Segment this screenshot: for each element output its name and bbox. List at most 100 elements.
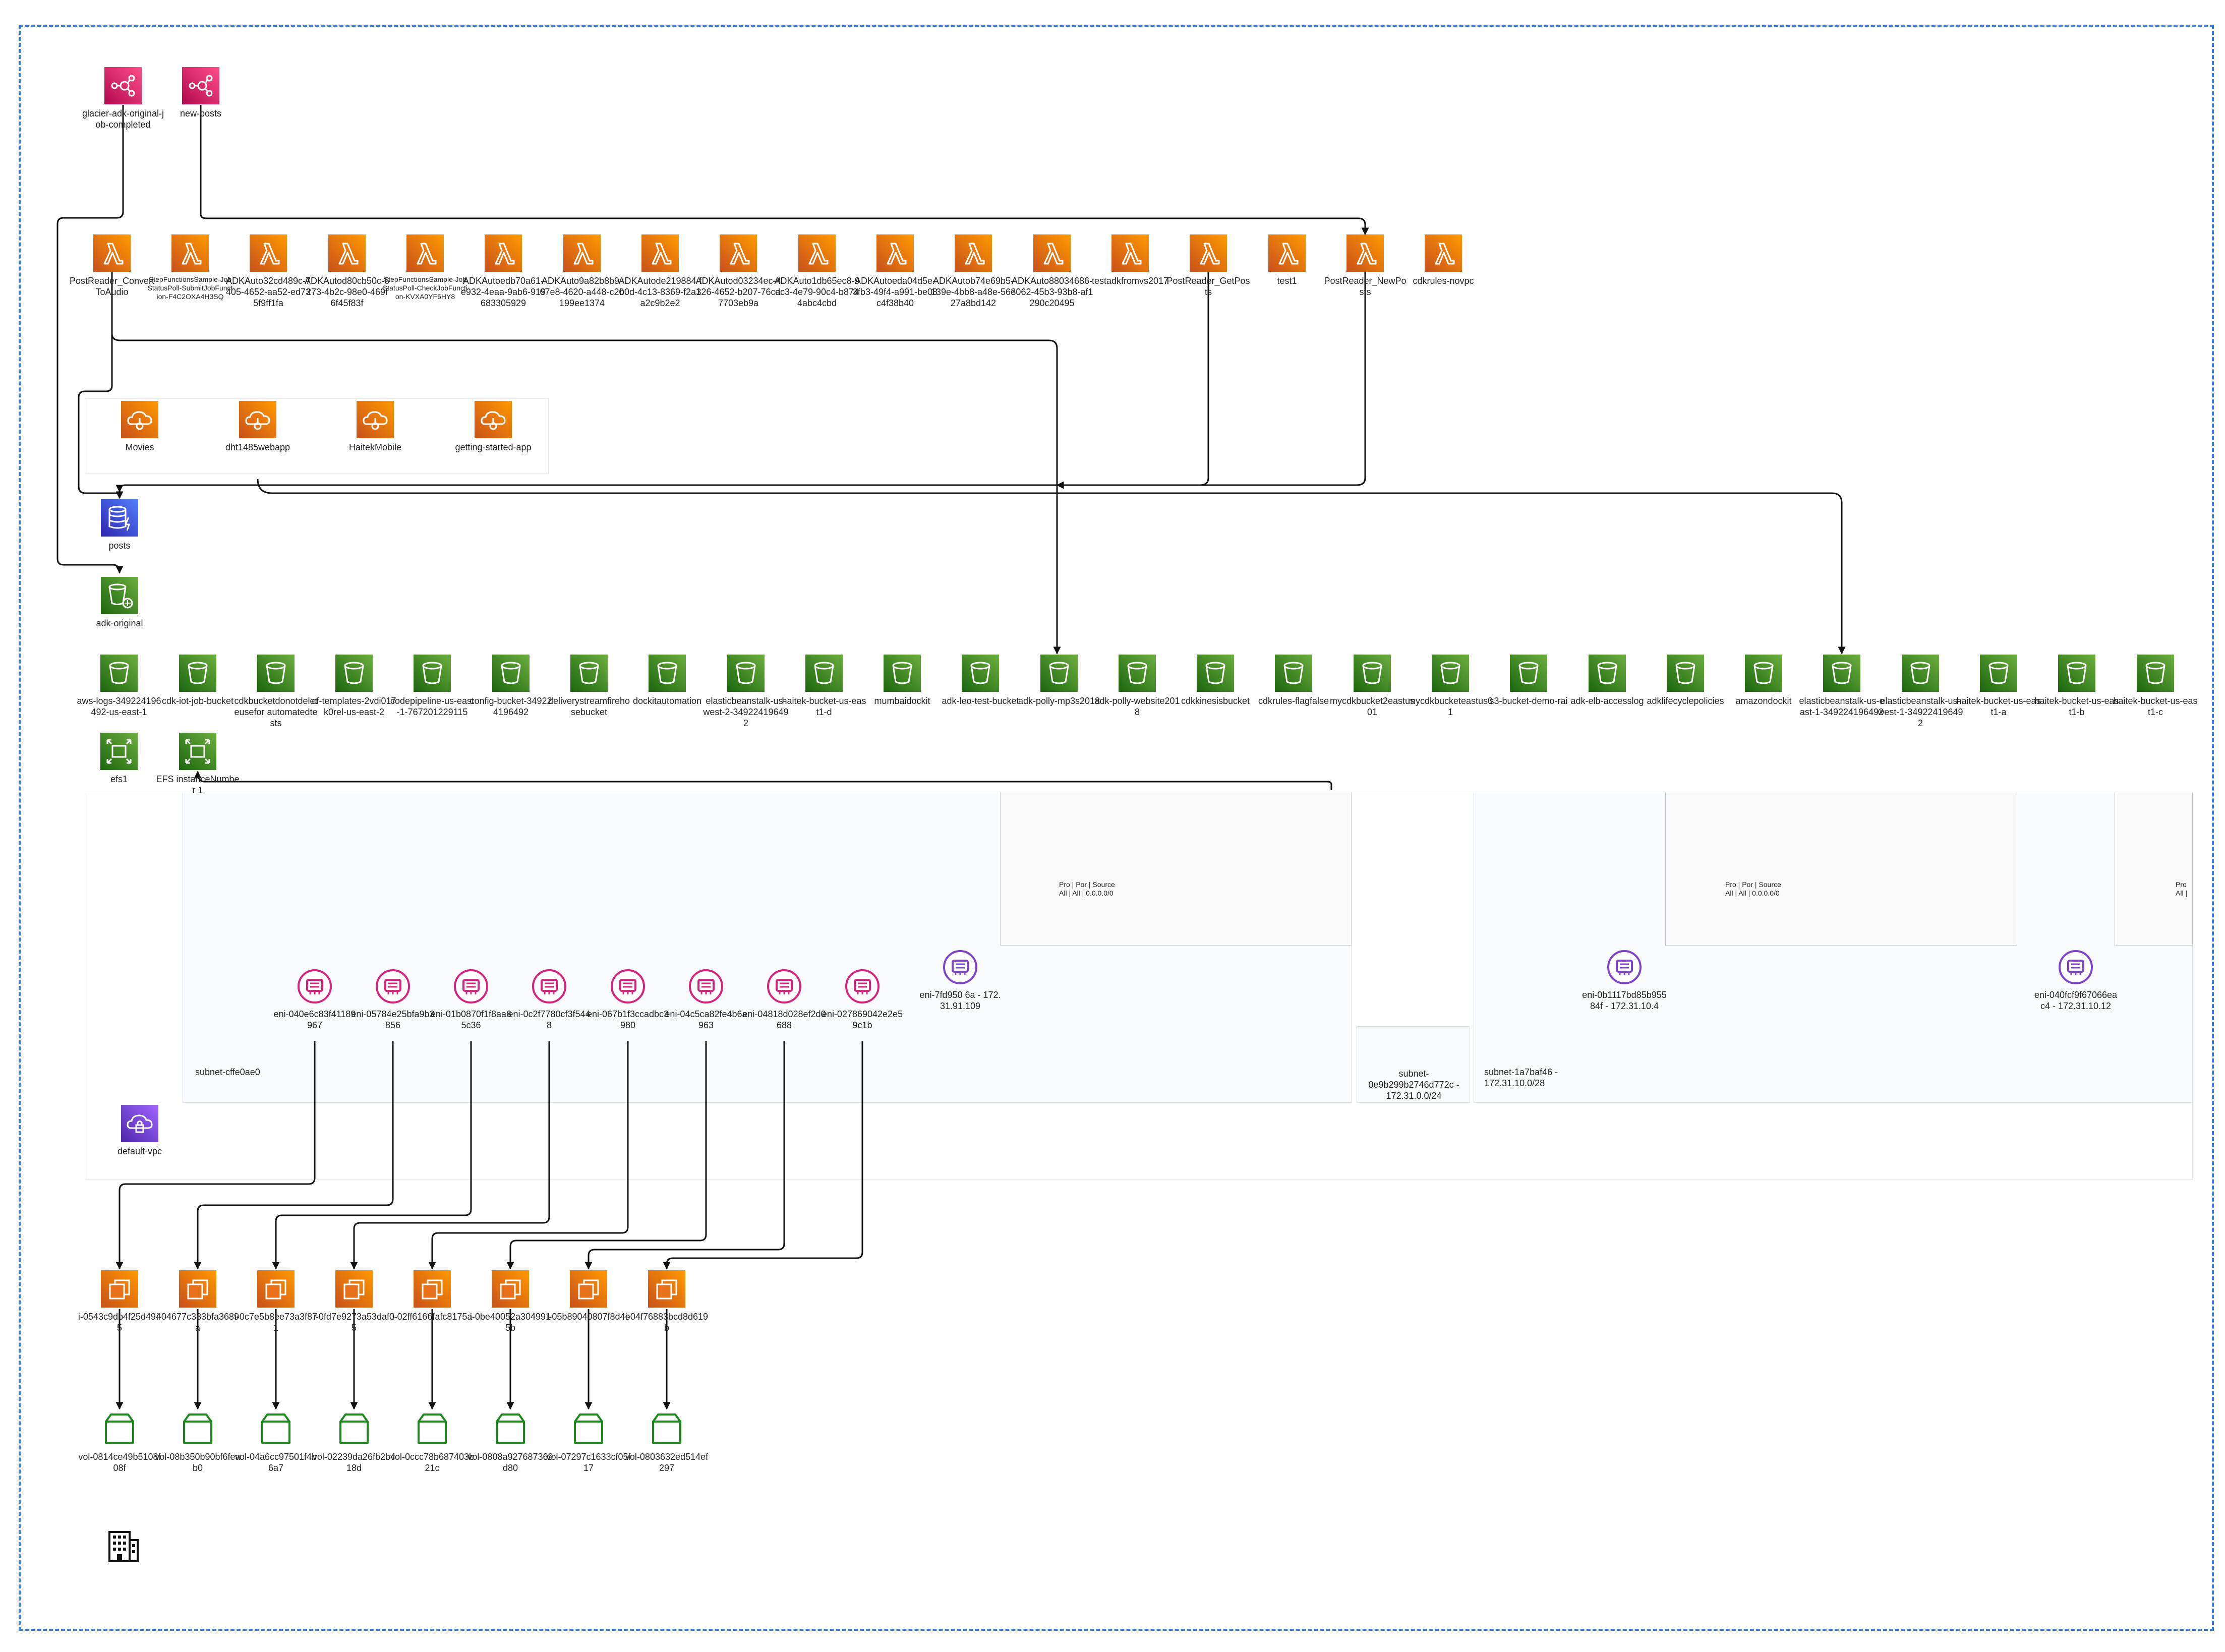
s3-icon [335,655,373,692]
vpc-icon [121,1105,158,1142]
eni-pink-icon [374,968,412,1005]
ebs-icon [648,1410,685,1448]
s3-icon [100,655,138,692]
s3-bucket-label: haitek-bucket-us-east1-d [782,696,866,717]
ebs-icon [492,1410,529,1448]
lambda-function-label: PostReader_ConvertToAudio [69,276,155,297]
s3-icon [1432,655,1469,692]
network-interface-label: eni-04c5ca82fe4b6a963 [665,1009,747,1030]
ec2-instance-label: i-04677c383bfa3689a [156,1312,240,1333]
s3-icon [1745,655,1782,692]
s3-bucket-label: elasticbeanstalk-us-west-2-349224196492 [703,696,789,728]
security-group-box: Pro | Por | Source All | All | 0.0.0.0/0 [1000,792,1352,946]
eni-purple-icon [2057,949,2094,986]
lambda-icon [1190,234,1227,272]
eni-pink-icon [452,968,490,1005]
s3-icon [492,655,530,692]
eni-pink-icon [844,968,881,1005]
eni-pink-icon [687,968,725,1005]
ec2-icon [335,1270,373,1308]
account-boundary [19,25,2214,1631]
lambda-to-dynamo-connector [78,272,124,499]
s3-icon [1823,655,1860,692]
ebs-volume-label: vol-08b350b90bf6feab0 [155,1452,241,1473]
network-interface-label: eni-040fcf9f67066eac4 - 172.31.10.12 [2034,990,2118,1011]
s3-bucket-label: deliverystreamfirehosebucket [548,696,630,717]
s3-bucket-label: mycdkbucket2eastus01 [1329,696,1415,717]
eni-to-instance-connector [272,1041,472,1270]
s3-bucket-label: adklifecyclepolicies [1647,696,1724,706]
amplify-app-label: dht1485webapp [225,442,290,452]
lambda-function-label: ADKAuto1db65ec8-9dc3-4e79-90c4-b8744abc4… [774,276,860,308]
eni-pink-icon [766,968,803,1005]
amplify-app-label: HaitekMobile [348,442,402,452]
sg-rule-header: Pro | Por | Source [1725,880,1781,889]
lambda-icon [955,234,992,272]
eni-to-instance-connector [584,1041,785,1270]
s3-bucket-label: cdk-iot-job-bucket [161,696,234,706]
ec2-instance-label: i-02ff6166fafc8175a [392,1312,473,1322]
efs-filesystem-label: efs1 [110,774,128,784]
network-interface-label: eni-0c2f7780cf3f5448 [508,1009,591,1030]
eni-to-instance-connector [115,1041,316,1270]
s3-icon [1354,655,1391,692]
s3-icon [1980,655,2017,692]
s3-icon [2058,655,2095,692]
lambda-icon [328,234,366,272]
lambda-function-label: StepFunctionsSample-JobStatusPoll-CheckJ… [382,275,468,301]
amplify-apps-container [85,398,549,474]
amplify-icon [357,401,394,438]
s3-icon [1667,655,1704,692]
s3-bucket-label: elasticbeanstalk-us-west-1-349224196492 [1878,696,1963,728]
s3-icon [962,655,999,692]
ebs-volume-label: vol-0808a927687369d80 [467,1452,553,1473]
dynamodb-table-label: posts [108,541,131,551]
lambda-function-label: ADKAuto9a82b8b9-67e8-4620-a448-c20199ee1… [540,276,624,308]
sg-rule-header: Pro | Por | Source [1059,880,1115,889]
lambda-icon [1346,234,1384,272]
lambda-function-label: PostReader_GetPosts [1166,276,1250,297]
lambda-to-bucket-connector [111,333,1061,655]
eni-pink-icon [296,968,333,1005]
amplify-app-label: getting-started-app [455,442,532,452]
lambda-icon [93,234,131,272]
lambda-icon [1425,234,1462,272]
lambda-icon [563,234,601,272]
s3-bucket-label: mumbaidockit [874,696,930,706]
s3-bucket-label: cdkkinesisbucket [1181,696,1250,706]
eni-to-instance-connector [428,1041,629,1270]
s3-icon [1510,655,1547,692]
ebs-icon [570,1410,607,1448]
subnet-1a7baf46-box: subnet-1a7baf46 - 172.31.10.0/28 [1474,792,2193,1103]
network-interface-label: eni-067b1f3ccadbc3980 [587,1009,669,1030]
s3-bucket-label: cdkrules-flagfalse [1258,696,1329,706]
topic-to-glacier-connector [56,105,124,574]
ebs-volume-label: vol-0803632ed514ef297 [625,1452,709,1473]
s3-icon [179,655,216,692]
ebs-icon [257,1410,295,1448]
glacier-icon [101,577,138,614]
eni-pink-icon [531,968,568,1005]
lambda-function-label: ADKAutod03234ec-4326-4652-b207-76ca7703e… [695,276,781,308]
sg-rule-value: All | [2176,889,2188,897]
lambda-function-label: ADKAuto88034686-3062-45b3-93b8-af1290c20… [1011,276,1093,308]
lambda-icon [1111,234,1149,272]
network-interface-label: eni-0b1117bd85b95584f - 172.31.10.4 [1582,990,1667,1011]
amplify-icon [475,401,512,438]
lambda-function-label: ADKAutode219884-fb0d-4c13-8369-f2a1a2c9b… [618,276,702,308]
lambda-function-label: ADKAuto32cd489c-7405-4652-aa52-ed735f9ff… [225,276,311,308]
ec2-icon [414,1270,451,1308]
app-to-bucket-connector [257,479,1846,655]
lambda-icon [485,234,522,272]
s3-bucket-label: cf-templates-2vdi017k0rel-us-east-2 [312,696,396,717]
sg-rule-value: All | All | 0.0.0.0/0 [1725,889,1780,897]
lambda-function-label: ADKAutoedb70a61-e932-4eaa-9ab6-919683305… [460,276,546,308]
amplify-icon [239,401,276,438]
security-group-box: Pro | Por | Source All | All | 0.0.0.0/0 [1665,792,2017,946]
s3-bucket-label: mycdkbucketeastus01 [1408,696,1493,717]
ec2-instance-label: i-05b89040807f8d4e [547,1312,630,1322]
s3-bucket-label: codepipeline-us-east-1-767201229115 [390,696,475,717]
lambda-icon [1033,234,1071,272]
ec2-instance-label: i-0be40052a3049915b [470,1312,551,1333]
